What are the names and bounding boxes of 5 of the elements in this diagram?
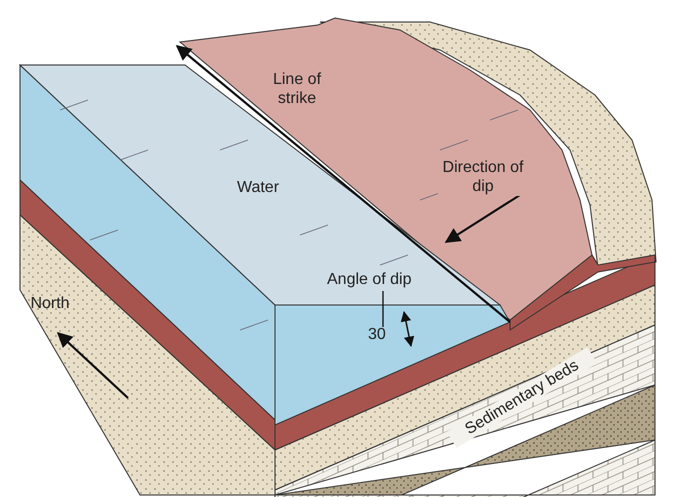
annotation-label: Angle of dip [327,270,412,289]
region-label: Water [236,178,280,197]
angle-value: 30 [368,325,386,344]
leader-line [382,291,384,327]
direction-label: North [29,294,71,313]
